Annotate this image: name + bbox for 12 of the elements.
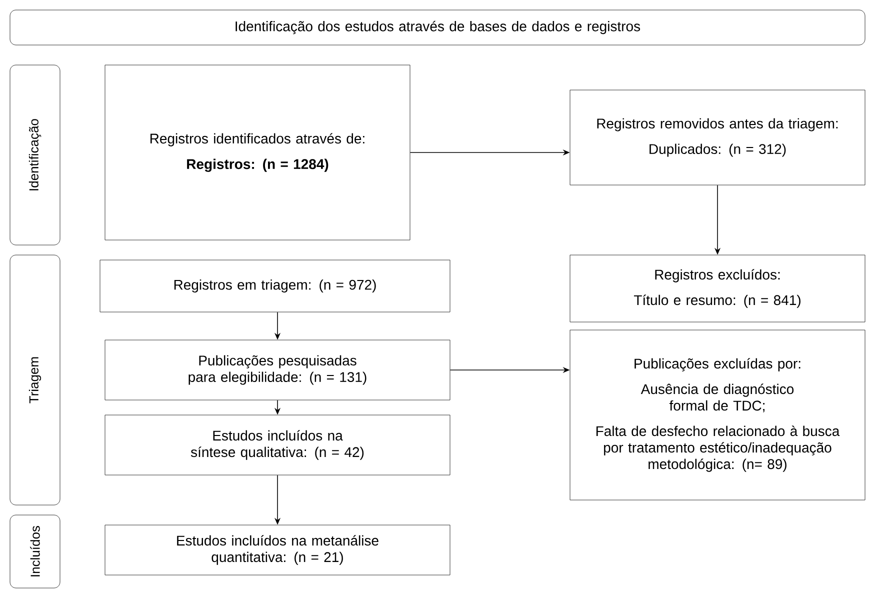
- title-box: Identificação dos estudos através de bases de dados e registros: [10, 10, 866, 46]
- stage-band: Triagem: [10, 254, 60, 506]
- process-box: Registros excluídos: Título e resumo: (n = 841): [570, 254, 866, 322]
- stage-band: Identificação: [10, 64, 60, 246]
- process-box: Registros removidos antes da triagem: Duplicados: (n = 312): [570, 90, 866, 186]
- process-box: Publicações pesquisadas para elegibilidade: (n = 131): [104, 340, 450, 400]
- process-box: Estudos incluídos na metanálise quantitativa: (n = 21): [104, 524, 450, 576]
- process-box: Estudos incluídos na síntese qualitativa: (n = 42): [104, 414, 450, 476]
- process-box: Registros em triagem: (n = 972): [100, 260, 450, 312]
- process-box: Publicações excluídas por: Ausência de diagnóstico formal de TDC; Falta de desfecho relacionado à busca por tratamento estético/inadequação metodológica: (n= 89): [570, 330, 866, 500]
- process-box: Registros identificados através de: Registros: (n = 1284): [104, 64, 410, 240]
- stage-band: Incluídos: [10, 514, 60, 588]
